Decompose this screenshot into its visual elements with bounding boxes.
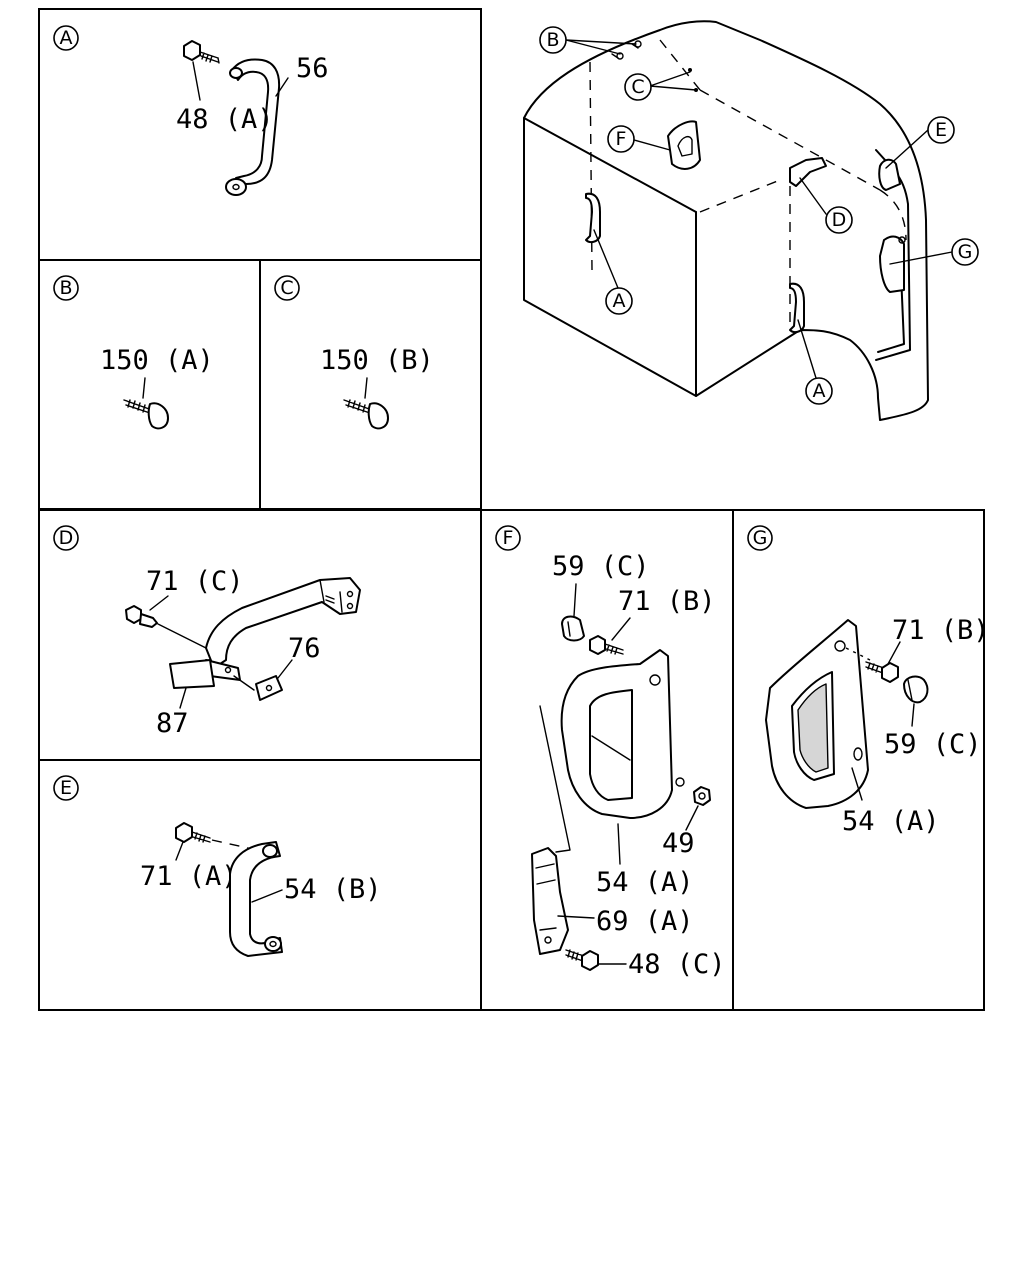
- label-48c: 48 (C): [628, 949, 726, 980]
- clip-nut-59c-icon: [561, 615, 585, 642]
- overview-leaders: [565, 39, 953, 379]
- label-69a: 69 (A): [596, 906, 694, 937]
- panel-e: E 71 (A) 54 (B): [53, 775, 382, 957]
- bracket-69a-icon: [531, 847, 569, 955]
- label-54a-g: 54 (A): [842, 806, 940, 837]
- svg-text:C: C: [280, 277, 293, 299]
- overview-callout-a-left[interactable]: A: [605, 287, 633, 315]
- panel-b: B 150 (A): [53, 275, 214, 430]
- label-54b: 54 (B): [284, 874, 382, 905]
- nut-49-icon: [693, 786, 711, 806]
- overview-callout-g[interactable]: G: [951, 238, 979, 266]
- grab-handle-54a-f-icon: [560, 649, 685, 819]
- svg-text:G: G: [958, 241, 973, 263]
- svg-text:C: C: [631, 76, 644, 98]
- svg-text:F: F: [616, 128, 627, 150]
- bolt-71b-f-icon: [589, 635, 624, 655]
- label-54a-f: 54 (A): [596, 867, 694, 898]
- panel-marker-d[interactable]: D: [53, 525, 79, 551]
- overview-callout-c[interactable]: C: [624, 73, 652, 101]
- panel-g: G 71 (B) 59 (C) 54 (A): [747, 525, 990, 837]
- overview-callout-a-right[interactable]: A: [805, 377, 833, 405]
- svg-text:D: D: [832, 209, 847, 231]
- clip-150a-icon: [123, 399, 169, 430]
- panel-marker-b[interactable]: B: [53, 275, 79, 301]
- panel-frames: [38, 8, 985, 1011]
- svg-text:D: D: [59, 527, 74, 549]
- bolt-71a-icon: [175, 822, 211, 843]
- label-49: 49: [662, 828, 695, 859]
- overview-callout-d[interactable]: D: [825, 206, 853, 234]
- label-71c: 71 (C): [146, 566, 244, 597]
- svg-text:G: G: [753, 527, 768, 549]
- panel-a: A 48 (A) 56: [53, 25, 329, 196]
- panel-marker-g[interactable]: G: [747, 525, 773, 551]
- plate-76-icon: [255, 675, 283, 701]
- label-71b-f: 71 (B): [618, 586, 716, 617]
- panel-f: F 59 (C) 71 (B) 49 54: [495, 525, 726, 980]
- overview-cab: [523, 20, 929, 421]
- label-48a: 48 (A): [176, 104, 274, 135]
- panel-marker-f[interactable]: F: [495, 525, 521, 551]
- strap-87-icon: [169, 659, 215, 689]
- label-150b: 150 (B): [320, 345, 434, 376]
- bolt-71c-icon: [125, 605, 158, 628]
- panel-d: D 71 (C) 87 76: [53, 525, 361, 739]
- svg-text:F: F: [503, 527, 514, 549]
- clip-150b-icon: [343, 399, 389, 430]
- grab-handle-54b-icon: [229, 841, 283, 957]
- handle-bracket-icon: [205, 577, 361, 681]
- svg-text:A: A: [60, 27, 73, 49]
- grab-handle-54a-g-icon: [765, 619, 869, 809]
- clip-nut-59c-g-icon: [903, 675, 929, 704]
- panel-marker-c[interactable]: C: [274, 275, 300, 301]
- label-59c-f: 59 (C): [552, 551, 650, 582]
- label-76: 76: [288, 633, 321, 664]
- label-59c-g: 59 (C): [884, 729, 982, 760]
- label-56: 56: [296, 53, 329, 84]
- svg-text:B: B: [546, 29, 559, 51]
- panel-marker-a[interactable]: A: [53, 25, 79, 51]
- svg-text:A: A: [613, 290, 626, 312]
- bolt-48a-icon: [183, 40, 220, 64]
- overview-callout-f[interactable]: F: [607, 125, 635, 153]
- bolt-71b-g-icon: [865, 661, 899, 683]
- label-71b-g: 71 (B): [892, 615, 990, 646]
- label-150a: 150 (A): [100, 345, 214, 376]
- grab-handle-56-icon: [225, 58, 281, 196]
- svg-text:E: E: [60, 777, 72, 799]
- svg-text:E: E: [935, 119, 947, 141]
- label-71a: 71 (A): [140, 861, 238, 892]
- label-87: 87: [156, 708, 189, 739]
- panel-c: C 150 (B): [274, 275, 434, 430]
- svg-text:B: B: [59, 277, 72, 299]
- overview-callout-b[interactable]: B: [539, 26, 567, 54]
- svg-text:A: A: [813, 380, 826, 402]
- overview-callout-e[interactable]: E: [927, 116, 955, 144]
- bolt-48c-icon: [565, 949, 599, 971]
- panel-marker-e[interactable]: E: [53, 775, 79, 801]
